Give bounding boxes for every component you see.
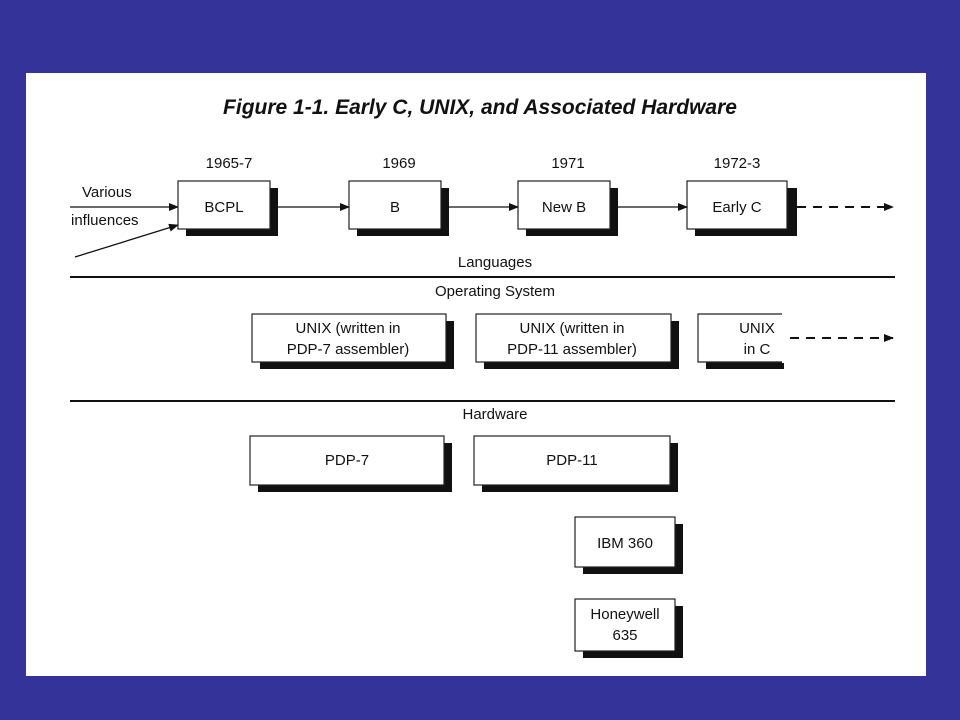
os-label-line2: in C bbox=[744, 341, 771, 358]
os-label-line2: PDP-11 assembler) bbox=[507, 341, 637, 358]
figure-panel bbox=[26, 73, 926, 676]
language-name: New B bbox=[542, 199, 586, 216]
hardware-label-line1: Honeywell bbox=[590, 606, 659, 623]
influence-arrow-diagonal bbox=[74, 223, 179, 258]
hardware-label-line1: IBM 360 bbox=[597, 535, 653, 552]
input-label-line1: Various bbox=[82, 184, 132, 201]
input-label-line2: influences bbox=[71, 212, 139, 229]
year-label: 1965-7 bbox=[206, 155, 253, 172]
os-box-unix-pdp11: UNIX (written in PDP-11 assembler) bbox=[475, 313, 679, 369]
language-box-new-b: New B bbox=[517, 180, 618, 236]
os-label-line1: UNIX (written in bbox=[519, 320, 624, 337]
os-box-unix-pdp7: UNIX (written in PDP-7 assembler) bbox=[251, 313, 454, 369]
language-name: B bbox=[390, 199, 400, 216]
language-name: Early C bbox=[712, 199, 761, 216]
hardware-box-ibm360: IBM 360 bbox=[574, 516, 683, 574]
os-label-line2: PDP-7 assembler) bbox=[287, 341, 410, 358]
hardware-label-line1: PDP-7 bbox=[325, 452, 369, 469]
language-box-early-c: Early C bbox=[686, 180, 797, 236]
language-box-b: B bbox=[348, 180, 449, 236]
hardware-box-pdp7: PDP-7 bbox=[249, 435, 452, 492]
language-box-bcpl: BCPL bbox=[177, 180, 278, 236]
os-label-line1: UNIX bbox=[739, 320, 775, 337]
section-label-hardware: Hardware bbox=[462, 406, 527, 423]
year-label: 1969 bbox=[382, 155, 415, 172]
section-label-operating-system: Operating System bbox=[435, 283, 555, 300]
hardware-label-line2: 635 bbox=[612, 627, 637, 644]
language-name: BCPL bbox=[204, 199, 243, 216]
year-label: 1971 bbox=[551, 155, 584, 172]
hardware-box-honeywell635: Honeywell 635 bbox=[574, 598, 683, 658]
hardware-box-pdp11: PDP-11 bbox=[473, 435, 678, 492]
figure-title: Figure 1-1. Early C, UNIX, and Associate… bbox=[223, 96, 737, 119]
year-label: 1972-3 bbox=[714, 155, 761, 172]
os-label-line1: UNIX (written in bbox=[295, 320, 400, 337]
os-box-unix-in-c: UNIX in C bbox=[697, 313, 786, 369]
section-label-languages: Languages bbox=[458, 254, 532, 271]
hardware-label-line1: PDP-11 bbox=[546, 452, 597, 469]
